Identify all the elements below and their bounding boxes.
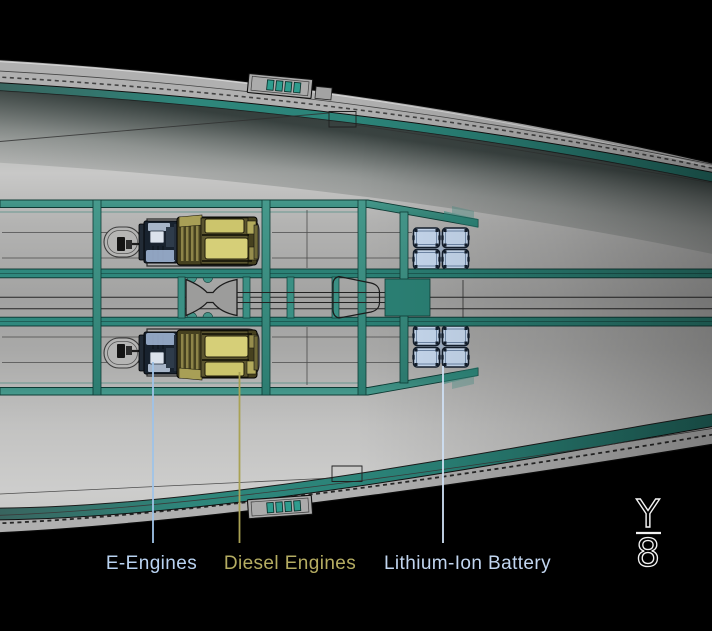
label-diesel-engines: Diesel Engines: [224, 553, 356, 574]
label-lithium-ion-battery: Lithium-Ion Battery: [384, 553, 551, 574]
y8-logo: Y 8: [635, 491, 661, 575]
label-e-engines: E-Engines: [106, 553, 197, 574]
logo-letter-8: 8: [636, 531, 660, 575]
logo-letter-y: Y: [635, 492, 660, 536]
